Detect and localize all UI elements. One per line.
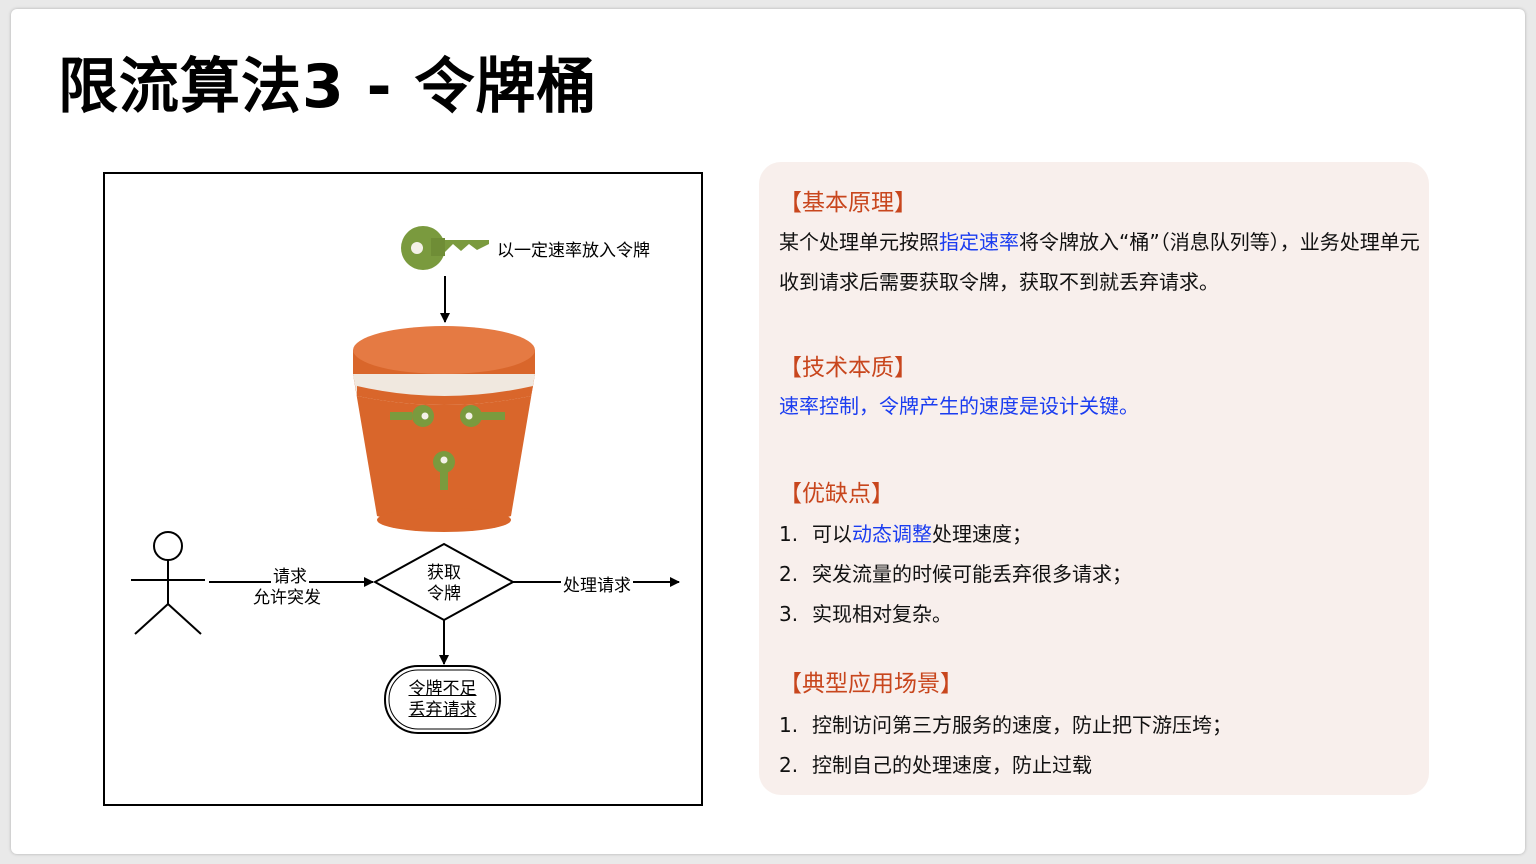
item-number: 1. <box>779 522 799 546</box>
pros-cons-item: 2. 突发流量的时候可能丢弃很多请求； <box>779 558 1132 587</box>
pros-cons-item: 3. 实现相对复杂。 <box>779 598 952 627</box>
description-panel: 【基本原理】 某个处理单元按照指定速率将令牌放入“桶”（消息队列等），业务处理单… <box>759 162 1429 795</box>
bucket-key-icon <box>390 405 434 427</box>
reject-terminal <box>384 665 501 734</box>
key-label: 以一定速率放入令牌 <box>497 241 650 262</box>
reject-line2: 丢弃请求 <box>408 700 477 720</box>
principle-highlight: 指定速率 <box>939 230 1019 254</box>
item-number: 2. <box>779 753 799 777</box>
pros-cons-title: 【优缺点】 <box>779 481 894 507</box>
reject-terminal-inner <box>388 669 497 730</box>
item-text: 突发流量的时候可能丢弃很多请求； <box>812 562 1132 586</box>
item-text: 控制自己的处理速度，防止过载 <box>812 753 1092 777</box>
user-figure-icon <box>131 531 205 635</box>
bucket-key-icon <box>460 405 505 427</box>
reject-line1: 令牌不足 <box>408 679 477 699</box>
item-text-after: 处理速度； <box>932 522 1032 546</box>
item-text: 实现相对复杂。 <box>812 602 952 626</box>
key-icon <box>401 226 489 270</box>
essence-text: 速率控制，令牌产生的速度是设计关键。 <box>779 394 1139 418</box>
essence-title: 【技术本质】 <box>779 355 917 381</box>
item-text: 可以 <box>812 522 852 546</box>
decision-line2: 令牌 <box>427 584 461 604</box>
bucket-icon <box>353 326 535 532</box>
item-text: 控制访问第三方服务的速度，防止把下游压垮； <box>812 713 1232 737</box>
diagram-canvas <box>131 226 680 734</box>
request-label: 请求 <box>271 567 309 588</box>
token-bucket-diagram: 以一定速率放入令牌 请求 允许突发 获取 令牌 处理请求 令牌不足 丢弃请求 <box>103 172 703 806</box>
scenarios-title: 【典型应用场景】 <box>779 671 963 697</box>
decision-line1: 获取 <box>427 563 461 583</box>
item-number: 3. <box>779 602 799 626</box>
item-number: 2. <box>779 562 799 586</box>
item-number: 1. <box>779 713 799 737</box>
scenario-item: 2. 控制自己的处理速度，防止过载 <box>779 749 1092 778</box>
item-highlight: 动态调整 <box>852 522 932 546</box>
scenario-item: 1. 控制访问第三方服务的速度，防止把下游压垮； <box>779 709 1232 738</box>
page-title: 限流算法3 - 令牌桶 <box>58 52 598 122</box>
principle-text: 某个处理单元按照指定速率将令牌放入“桶”（消息队列等），业务处理单元收到请求后需… <box>779 222 1424 302</box>
principle-text-after: 将令牌放入“桶”（消息队列等），业务处理单元收到请求后需要获取令牌，获取不到就丢… <box>779 230 1420 294</box>
principle-title: 【基本原理】 <box>779 190 917 216</box>
burst-label: 允许突发 <box>253 588 321 608</box>
bucket-key-icon <box>433 451 455 490</box>
pros-cons-item: 1. 可以动态调整处理速度； <box>779 518 1032 547</box>
process-label: 处理请求 <box>561 576 633 597</box>
principle-text-before: 某个处理单元按照 <box>779 230 939 254</box>
